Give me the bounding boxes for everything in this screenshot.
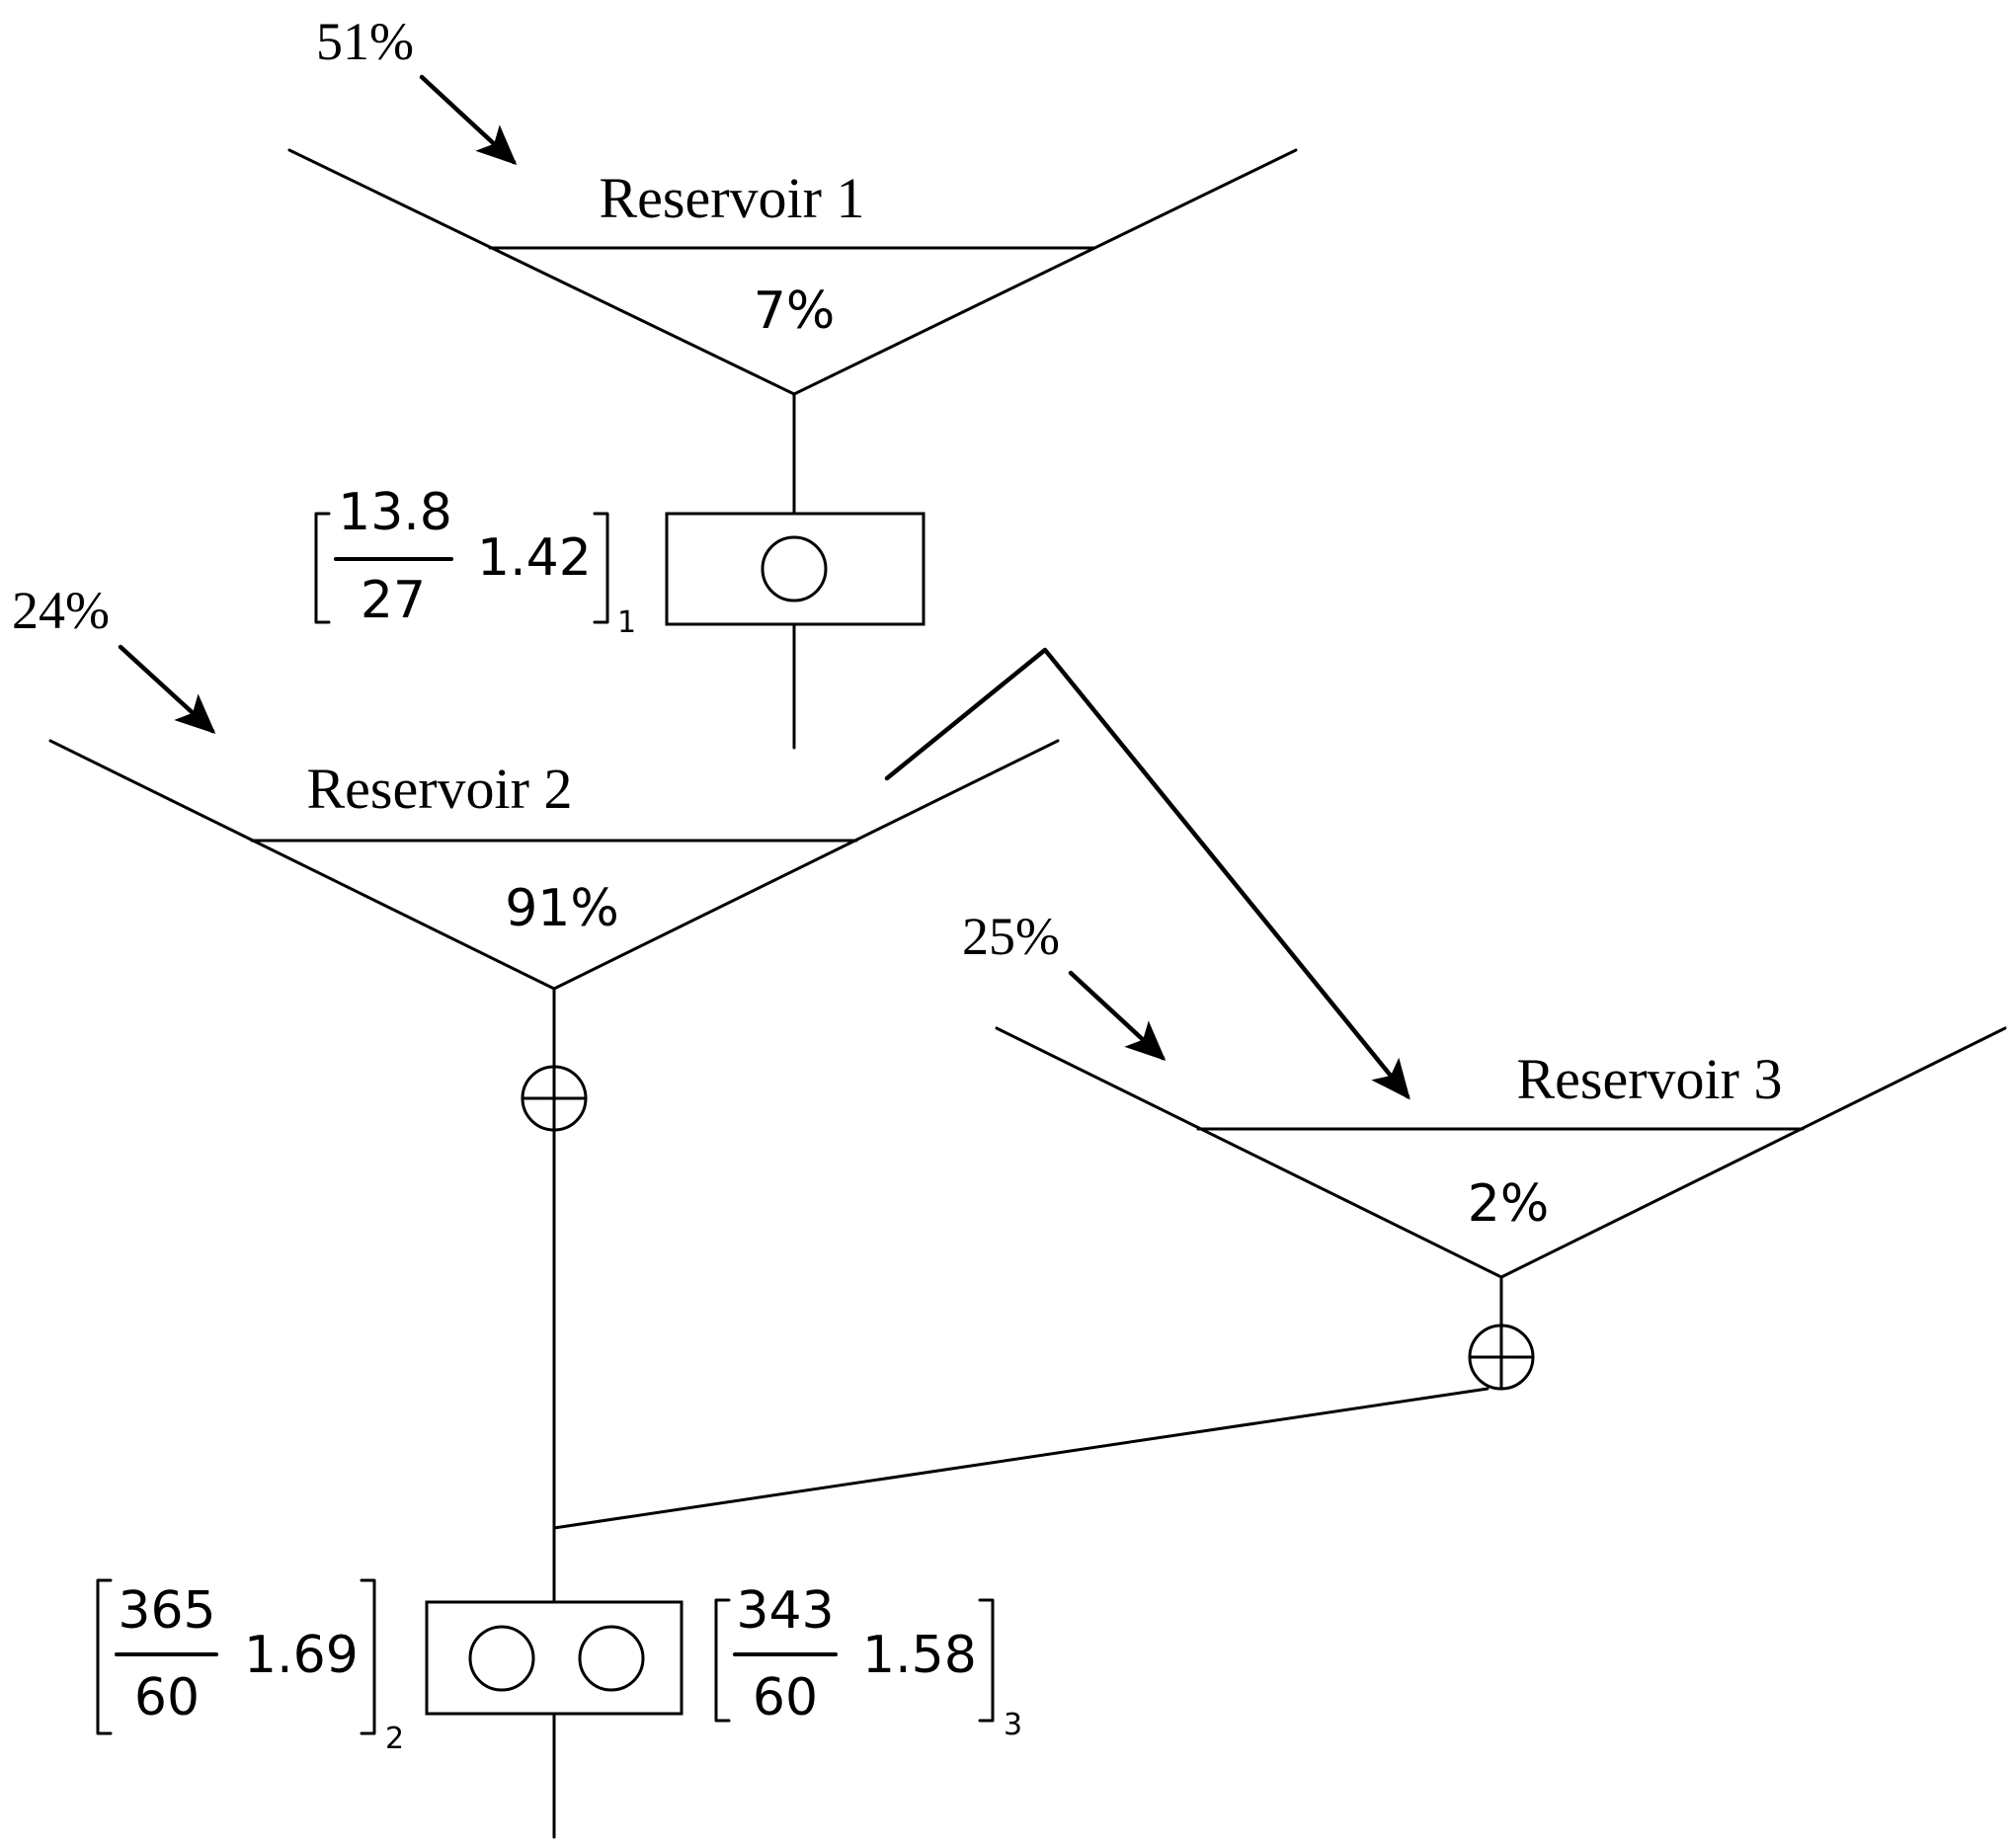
reservoir-3-inflow-arrow [1068, 970, 1166, 1062]
reservoir-2-level: 91% [505, 879, 619, 938]
reservoir-1-inflow: 51% [316, 12, 518, 166]
unit-1-factor: 1.42 [477, 528, 592, 588]
reservoir-2-valve-icon [521, 1065, 588, 1132]
turbine-2-icon [468, 1625, 535, 1692]
unit-3-numerator: 343 [736, 1581, 834, 1641]
reservoir-3-inflow-value: 25% [962, 907, 1060, 966]
unit-3-factor: 1.58 [862, 1626, 977, 1685]
unit-3-index: 3 [1004, 1708, 1022, 1742]
unit-1-right-bracket [593, 512, 609, 624]
reservoir-3-valve-icon [1468, 1324, 1535, 1391]
unit-2-index: 2 [385, 1722, 404, 1756]
reservoir-3-inflow: 25% [962, 907, 1166, 1062]
reservoir-2-inflow-value: 24% [12, 581, 110, 640]
unit-3-left-bracket [714, 1598, 731, 1723]
unit-1-index: 1 [617, 605, 636, 640]
reservoir-3-tunnel [552, 1387, 1489, 1530]
unit-1-parameters: 13.8 27 1.42 1 [314, 483, 636, 640]
unit-1-denominator: 27 [361, 571, 426, 630]
turbine-1-icon [761, 535, 828, 603]
reservoir-2-label: Reservoir 2 [307, 757, 573, 821]
powerhouse-2-3 [425, 1600, 684, 1716]
unit-2-denominator: 60 [134, 1668, 200, 1727]
unit-2-left-bracket [96, 1578, 113, 1735]
unit-2-factor: 1.69 [244, 1626, 359, 1685]
reservoir-3-basin [995, 1026, 2007, 1279]
reservoir-1: Reservoir 1 7% [287, 148, 1298, 396]
reservoir-3-label: Reservoir 3 [1517, 1047, 1783, 1111]
powerhouse-1 [665, 512, 925, 626]
reservoir-1-inflow-arrow [419, 74, 518, 166]
turbine-3-icon [578, 1625, 645, 1692]
spill-connection-2-to-3 [884, 647, 1410, 1100]
reservoir-2-inflow: 24% [12, 581, 216, 735]
reservoir-3: Reservoir 3 2% [995, 1026, 2007, 1279]
unit-3-denominator: 60 [753, 1668, 818, 1727]
reservoir-1-inflow-value: 51% [316, 12, 414, 71]
unit-1-left-bracket [314, 512, 331, 624]
reservoir-1-label: Reservoir 1 [600, 166, 865, 230]
unit-2-numerator: 365 [118, 1581, 215, 1641]
unit-2-right-bracket [360, 1578, 376, 1735]
unit-3-right-bracket [978, 1598, 995, 1723]
unit-2-parameters: 365 60 1.69 2 [96, 1578, 404, 1756]
reservoir-3-level: 2% [1468, 1174, 1550, 1234]
unit-1-numerator: 13.8 [338, 483, 452, 542]
reservoir-2-inflow-arrow [118, 644, 216, 735]
unit-3-parameters: 343 60 1.58 3 [714, 1581, 1022, 1742]
reservoir-1-level: 7% [754, 281, 836, 341]
reservoir-2: Reservoir 2 91% [48, 739, 1060, 991]
